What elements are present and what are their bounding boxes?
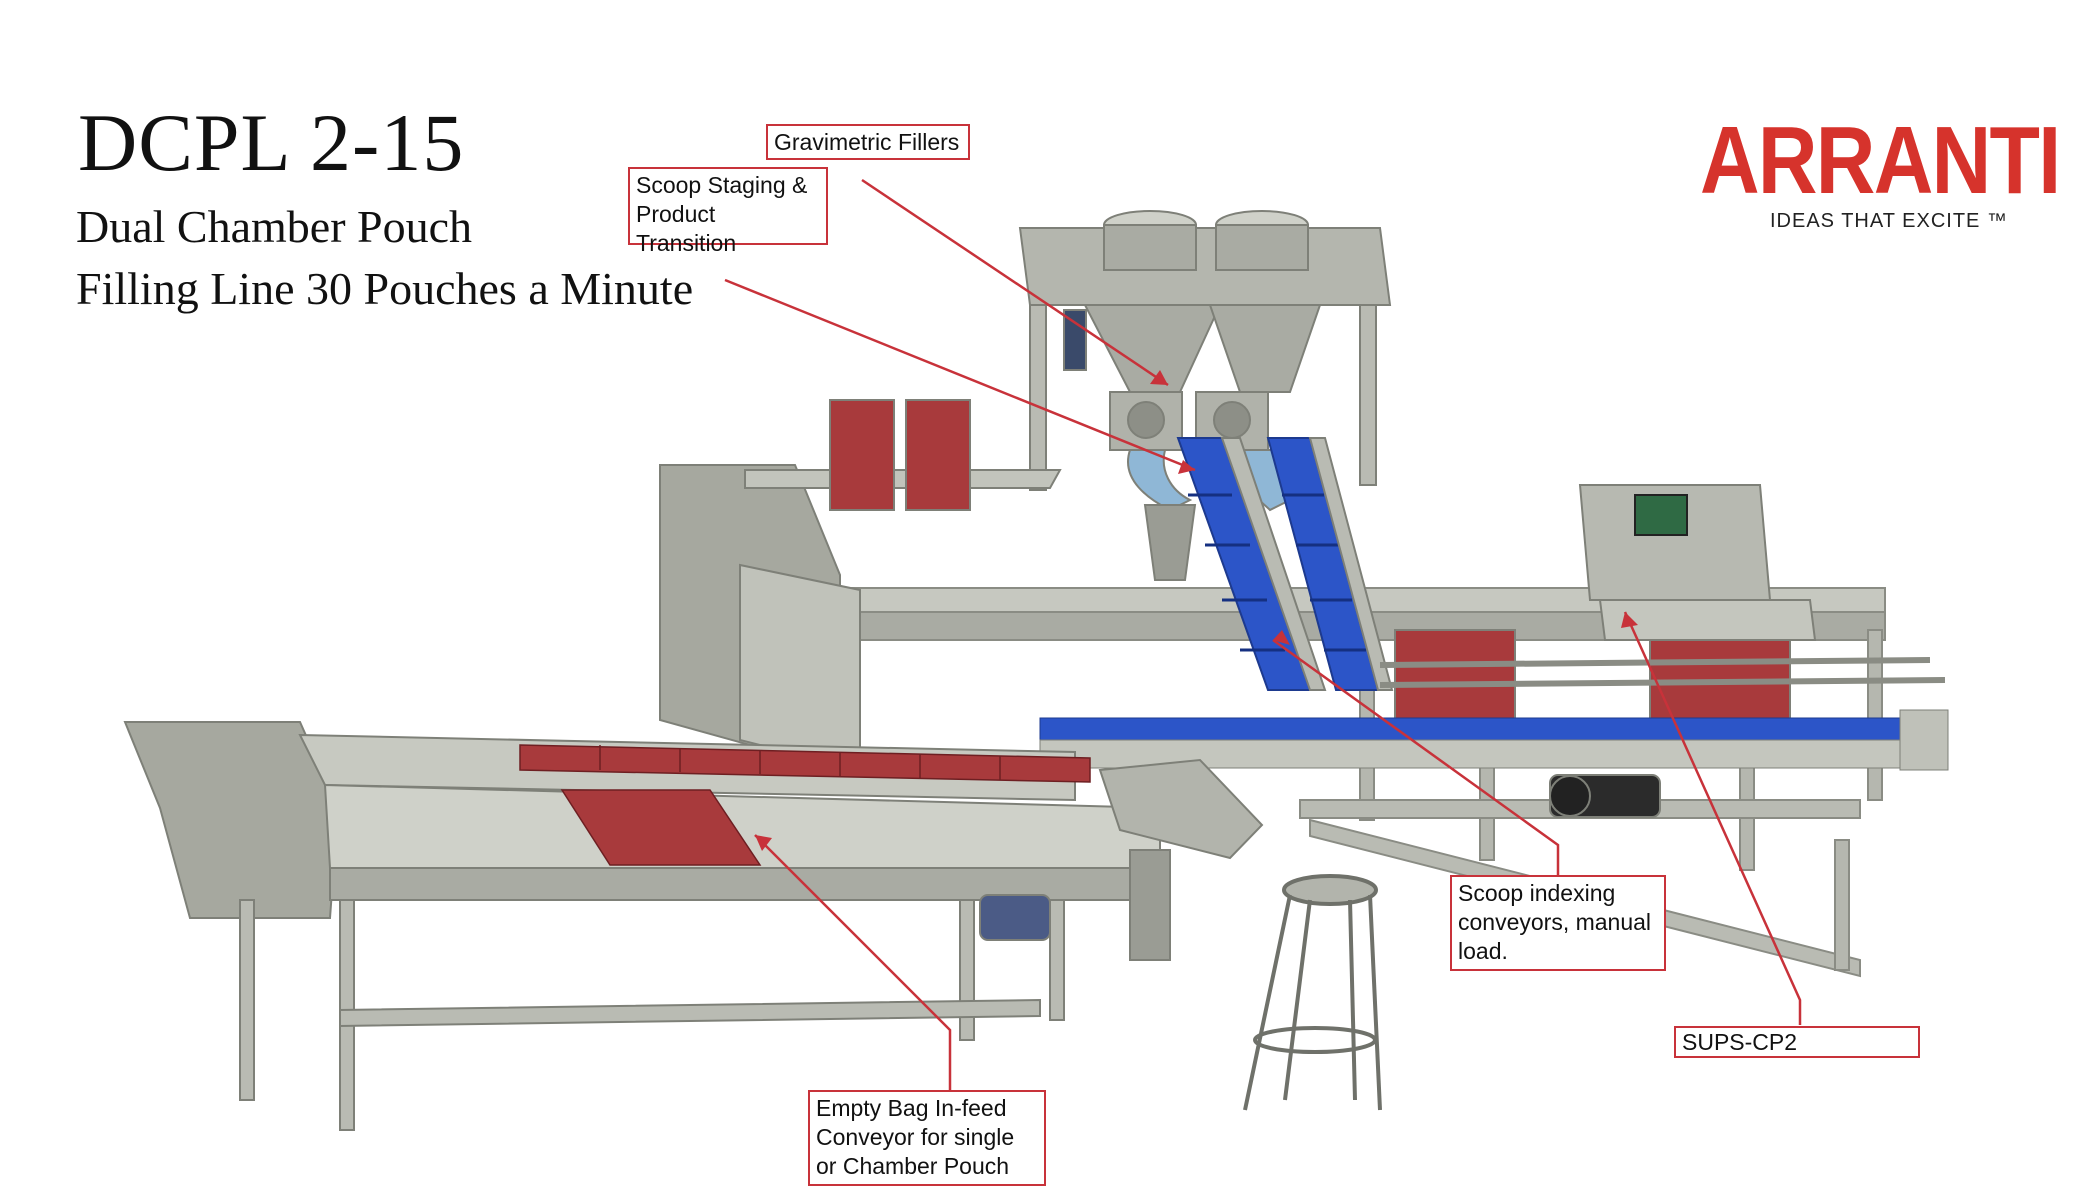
callout-text: Conveyor for single	[816, 1124, 1015, 1150]
logo-wordmark: ARRANTI	[1700, 107, 2061, 214]
callout-empty-bag-infeed: Empty Bag In-feed Conveyor for single or…	[808, 1090, 1046, 1186]
top-shelf	[744, 399, 1062, 511]
main-conveyor-belt	[1039, 709, 1949, 771]
callout-sups-cp2: SUPS-CP2	[1674, 1026, 1920, 1058]
callout-text: Product Transition	[636, 201, 737, 256]
page-title: DCPL 2-15	[78, 97, 465, 188]
callout-text: Scoop indexing	[1458, 880, 1616, 906]
subtitle-line-1: Dual Chamber Pouch	[76, 201, 473, 252]
callout-text: Empty Bag In-feed	[816, 1095, 1007, 1121]
scoop-indexing-conveyors	[1176, 437, 1394, 691]
callout-text: conveyors, manual	[1458, 909, 1652, 935]
callout-scoop-staging: Scoop Staging & Product Transition	[628, 167, 828, 256]
callout-text: or Chamber Pouch	[816, 1153, 1010, 1179]
infeed-conveyor	[123, 721, 1171, 1131]
arranti-logo: ARRANTI IDEAS THAT EXCITE ™	[1700, 60, 2061, 240]
callout-text: Gravimetric Fillers	[774, 129, 960, 155]
sups-cp2-unit	[1379, 484, 1946, 818]
callout-text: load.	[1458, 938, 1508, 964]
logo-tagline: IDEAS THAT EXCITE ™	[1770, 210, 2008, 232]
callout-scoop-indexing: Scoop indexing conveyors, manual load.	[1450, 875, 1666, 971]
discharge-chute	[979, 758, 1264, 941]
control-cabinet	[659, 464, 861, 772]
subtitle-line-2: Filling Line 30 Pouches a Minute	[76, 263, 694, 314]
infeed-pouches	[519, 744, 1091, 866]
operator-stool	[1243, 874, 1382, 1111]
callout-text: Scoop Staging &	[636, 172, 808, 198]
callout-gravimetric-fillers: Gravimetric Fillers	[766, 124, 970, 160]
callout-text: SUPS-CP2	[1682, 1029, 1798, 1055]
